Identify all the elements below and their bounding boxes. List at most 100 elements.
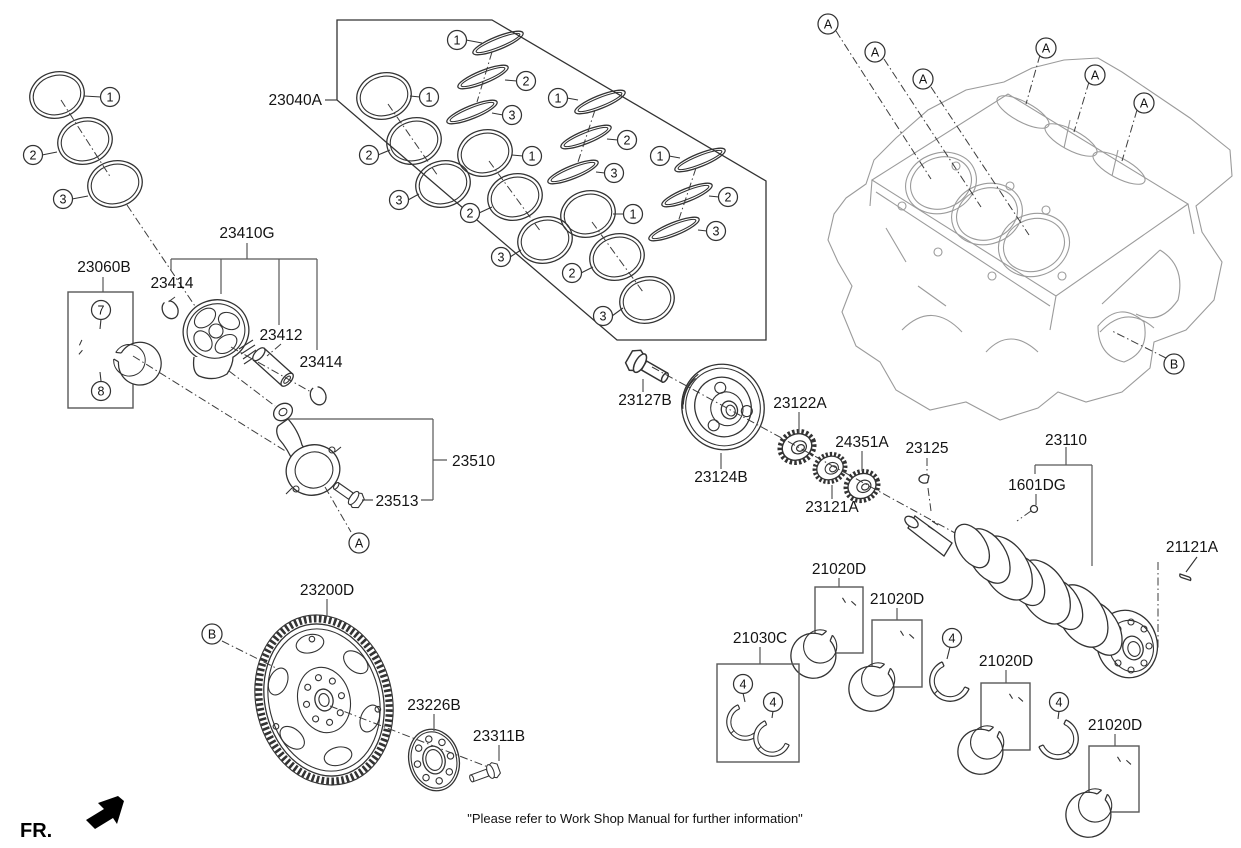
callout-block-A2[interactable]: A	[864, 41, 886, 63]
svg-text:3: 3	[498, 250, 505, 264]
main-bearing-drawing	[947, 690, 1037, 780]
callout-block-A6[interactable]: A	[1133, 92, 1155, 114]
svg-text:4: 4	[740, 677, 747, 691]
callout-setF-3[interactable]: 3	[705, 220, 727, 242]
part-label-21121A[interactable]: 21121A	[1166, 539, 1219, 556]
callout-setC-1[interactable]: 1	[521, 145, 543, 167]
piston-pin-drawing	[252, 347, 294, 387]
part-label-23414-left[interactable]: 23414	[150, 275, 193, 292]
callout-setB-2[interactable]: 2	[358, 144, 380, 166]
callout-setF-1[interactable]: 1	[649, 145, 671, 167]
part-label-21020D-1[interactable]: 21020D	[812, 561, 866, 578]
part-label-23060B[interactable]: 23060B	[77, 259, 130, 276]
part-label-23412[interactable]: 23412	[259, 327, 302, 344]
part-label-23513[interactable]: 23513	[375, 493, 418, 510]
part-label-23510[interactable]: 23510	[452, 453, 495, 470]
svg-text:1: 1	[107, 90, 114, 104]
part-label-1601DG[interactable]: 1601DG	[1008, 477, 1066, 494]
callout-bearing-7[interactable]: 7	[90, 299, 112, 321]
part-label-23040A[interactable]: 23040A	[269, 92, 323, 109]
part-label-23125[interactable]: 23125	[905, 440, 948, 457]
svg-text:1: 1	[555, 91, 562, 105]
callout-setE-2[interactable]: 2	[561, 262, 583, 284]
svg-text:2: 2	[30, 148, 37, 162]
callout-block-A4[interactable]: A	[1035, 37, 1057, 59]
part-label-23226B[interactable]: 23226B	[407, 697, 460, 714]
connecting-rod-drawing	[272, 402, 342, 496]
callout-setD-2[interactable]: 2	[616, 129, 638, 151]
thrust-bearing-box	[716, 663, 800, 763]
main-bearing-drawing	[780, 594, 870, 684]
svg-text:A: A	[871, 45, 880, 59]
callout-setD-3[interactable]: 3	[603, 162, 625, 184]
callout-block-A5[interactable]: A	[1084, 64, 1106, 86]
svg-text:2: 2	[569, 266, 576, 280]
callout-block-A1[interactable]: A	[817, 13, 839, 35]
svg-text:4: 4	[770, 695, 777, 709]
callout-block-B[interactable]: B	[1163, 353, 1185, 375]
callout-block-A3[interactable]: A	[912, 68, 934, 90]
piston-ring	[544, 155, 602, 189]
callout-setA-3[interactable]: 3	[501, 104, 523, 126]
svg-text:1: 1	[426, 90, 433, 104]
callout-setE-3[interactable]: 3	[592, 305, 614, 327]
callout-setA-1[interactable]: 1	[446, 29, 468, 51]
svg-text:2: 2	[725, 190, 732, 204]
part-label-23122A[interactable]: 23122A	[773, 395, 827, 412]
callout-setE-1[interactable]: 1	[622, 203, 644, 225]
part-label-23110[interactable]: 23110	[1045, 432, 1087, 449]
piston-ring	[350, 66, 418, 126]
callout-setF-2[interactable]: 2	[717, 186, 739, 208]
svg-text:1: 1	[657, 149, 664, 163]
svg-text:3: 3	[509, 108, 516, 122]
callout-setA-2[interactable]: 2	[515, 70, 537, 92]
part-label-23121A[interactable]: 23121A	[805, 499, 859, 516]
svg-text:4: 4	[1056, 695, 1063, 709]
brackets	[41, 39, 1198, 761]
part-label-21020D-3[interactable]: 21020D	[979, 653, 1033, 670]
svg-text:A: A	[1042, 41, 1051, 55]
part-label-21020D-4[interactable]: 21020D	[1088, 717, 1142, 734]
svg-text:3: 3	[396, 193, 403, 207]
workshop-manual-note: "Please refer to Work Shop Manual for fu…	[467, 811, 803, 826]
callout-setC-2[interactable]: 2	[459, 202, 481, 224]
part-label-23200D[interactable]: 23200D	[300, 582, 354, 599]
callout-bearing-8[interactable]: 8	[90, 380, 112, 402]
callout-flywheel-B[interactable]: B	[201, 623, 223, 645]
piston-ring	[671, 143, 729, 177]
part-label-23414-right[interactable]: 23414	[299, 354, 342, 371]
svg-text:7: 7	[98, 303, 105, 317]
part-label-23124B[interactable]: 23124B	[694, 469, 747, 486]
piston-ring	[23, 65, 91, 125]
callout-washer-4c[interactable]: 4	[941, 627, 963, 649]
piston-ring	[451, 123, 519, 183]
snap-ring-drawing	[158, 297, 182, 323]
svg-text:3: 3	[60, 192, 67, 206]
callout-setC-3[interactable]: 3	[490, 246, 512, 268]
svg-text:A: A	[355, 536, 364, 550]
part-label-24351A[interactable]: 24351A	[835, 434, 889, 451]
flywheel-drawing	[254, 614, 394, 786]
svg-text:1: 1	[630, 207, 637, 221]
part-label-23410G[interactable]: 23410G	[219, 225, 274, 242]
callout-setD-1[interactable]: 1	[547, 87, 569, 109]
svg-text:B: B	[208, 627, 216, 641]
callouts: 1 2 3 1 2 3 1 2 3 1 2 3 1 2 3 1 2 3 1 2 …	[22, 13, 1185, 713]
callout-setB-3[interactable]: 3	[388, 189, 410, 211]
svg-text:2: 2	[366, 148, 373, 162]
part-label-21030C[interactable]: 21030C	[733, 630, 787, 647]
callout-ring-3[interactable]: 3	[52, 188, 74, 210]
callout-ring-2[interactable]: 2	[22, 144, 44, 166]
part-label-21020D-2[interactable]: 21020D	[870, 591, 924, 608]
callout-washer-4b[interactable]: 4	[762, 691, 784, 713]
part-label-23127B[interactable]: 23127B	[618, 392, 671, 409]
piston-drawing	[182, 299, 257, 380]
callout-ring-1[interactable]: 1	[99, 86, 121, 108]
part-label-23311B[interactable]: 23311B	[473, 728, 525, 745]
callout-setB-1[interactable]: 1	[418, 86, 440, 108]
callout-washer-4a[interactable]: 4	[732, 673, 754, 695]
callout-washer-4d[interactable]: 4	[1048, 691, 1070, 713]
piston-ring	[469, 26, 527, 60]
callout-conrod-A[interactable]: A	[348, 532, 370, 554]
